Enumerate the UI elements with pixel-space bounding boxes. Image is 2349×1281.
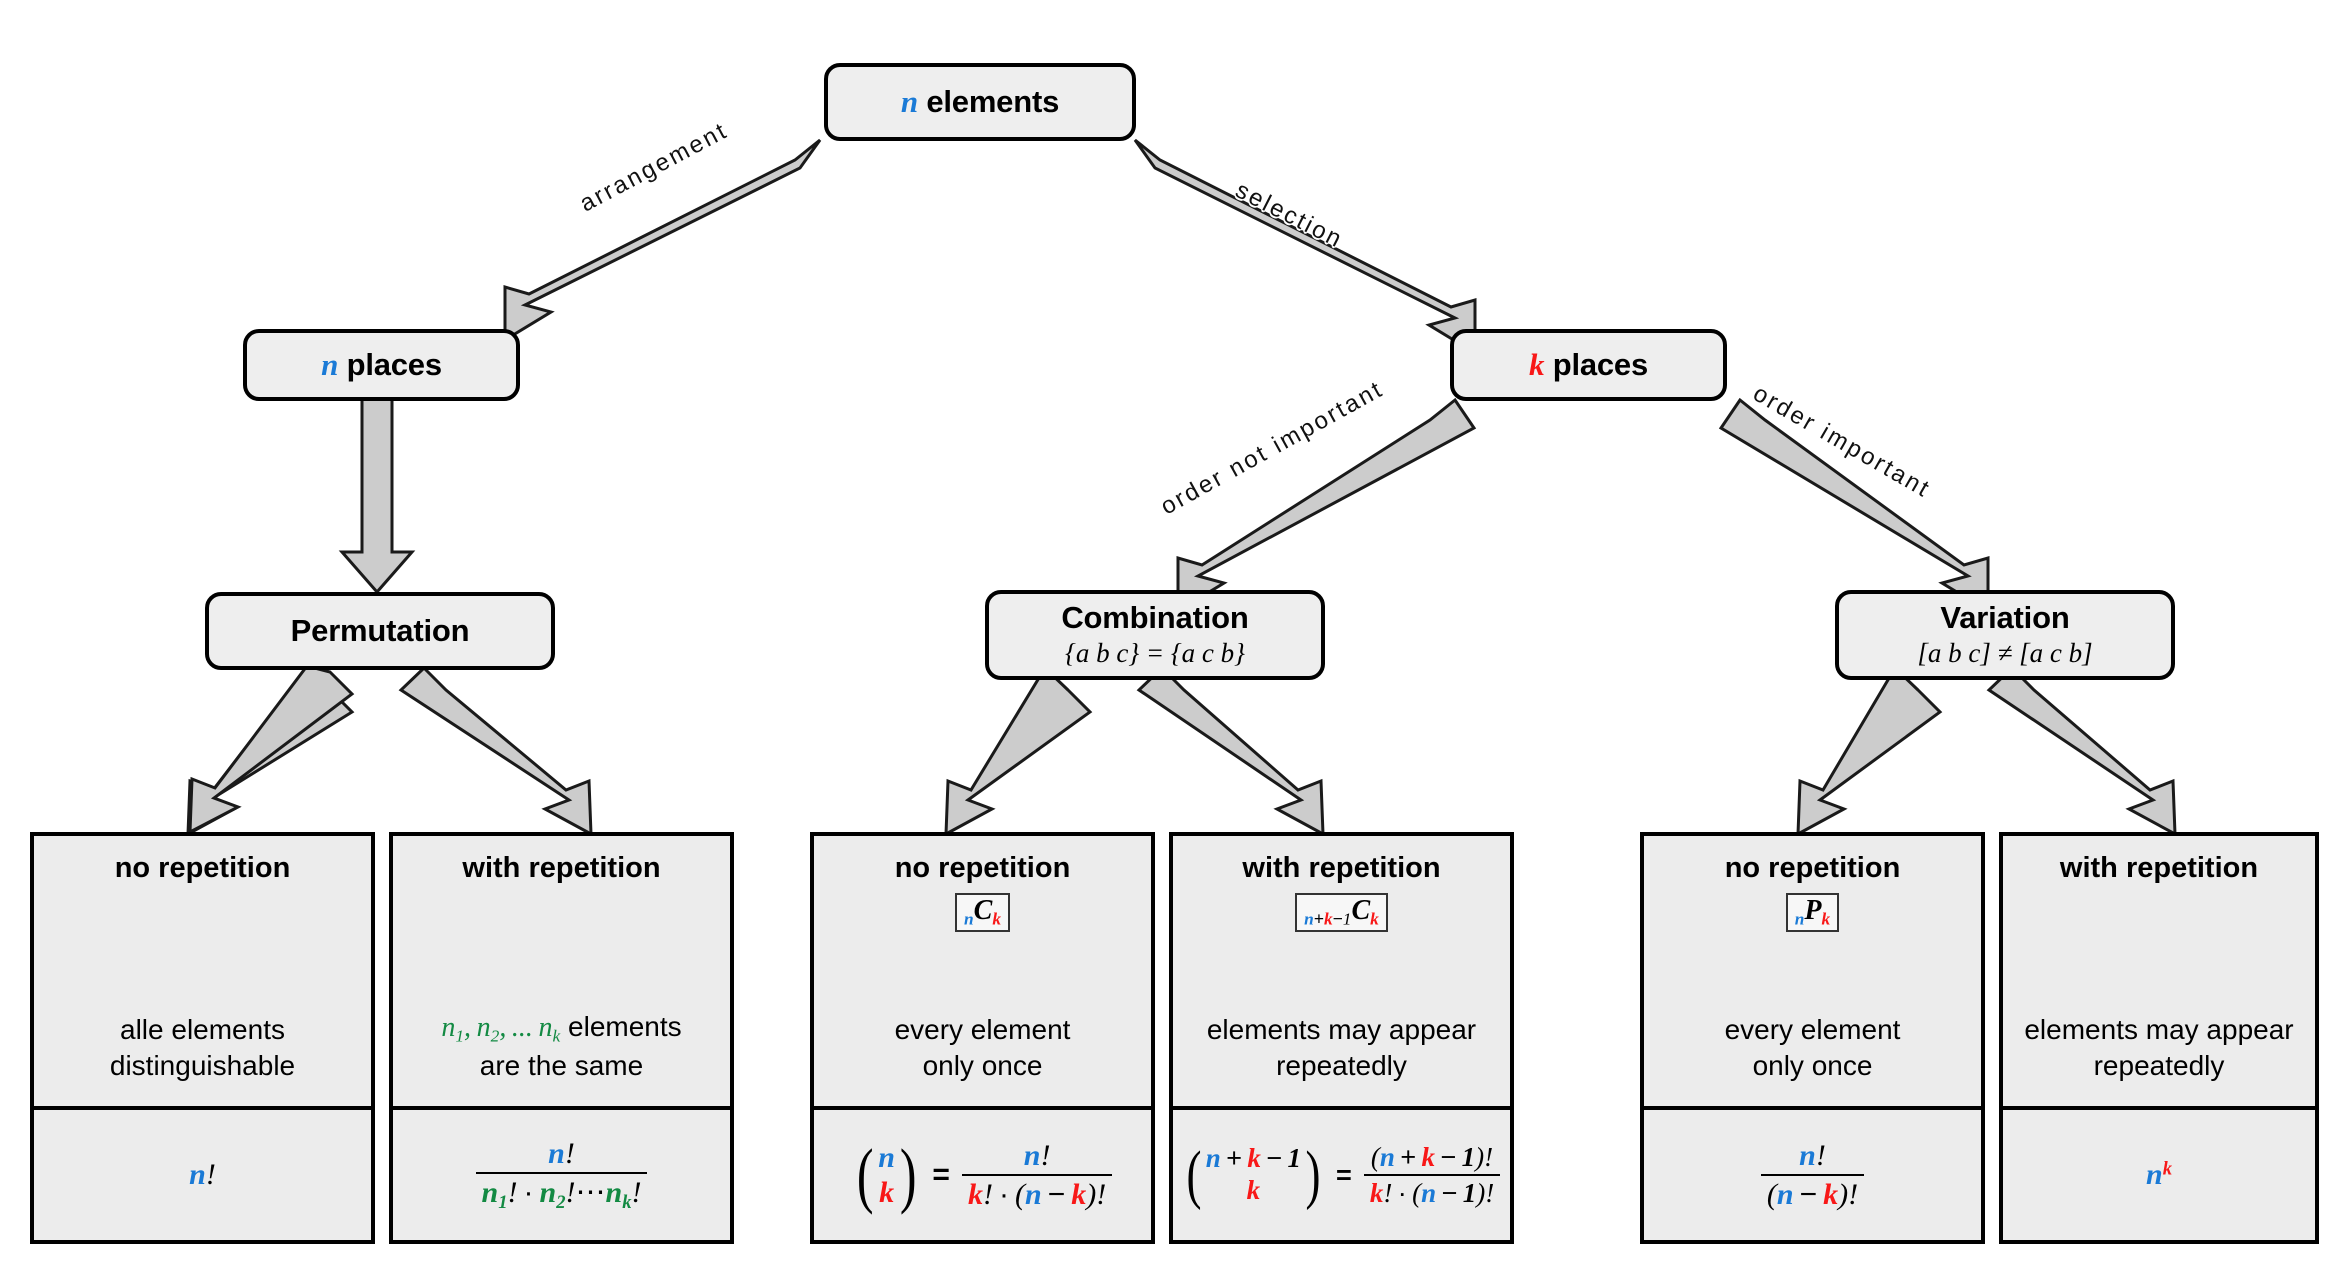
leaf-upper: no repetition nPk every element only onc… bbox=[1644, 836, 1981, 1106]
leaf-desc-line1: elements may appear bbox=[2024, 1014, 2294, 1046]
leaf-formula: n! (n − k)! bbox=[1644, 1106, 1981, 1240]
fraction-numerator: n! bbox=[548, 1137, 575, 1171]
symbol-k: k bbox=[1528, 346, 1545, 382]
arrow-combination-leaf4 bbox=[1136, 665, 1325, 837]
leaf-desc-line1: alle elements bbox=[120, 1014, 285, 1046]
node-combination-title: Combination bbox=[1061, 599, 1249, 635]
leaf-desc-line2: repeatedly bbox=[1276, 1050, 1407, 1082]
arrow-order-important bbox=[1718, 397, 1990, 614]
node-n-places-title: n places bbox=[321, 346, 443, 382]
fraction-denominator: (n − k)! bbox=[1760, 1173, 1865, 1211]
node-n-elements-label: elements bbox=[926, 83, 1060, 119]
leaf-head: with repetition bbox=[1242, 852, 1441, 884]
symbol-n: n bbox=[321, 346, 339, 382]
symbol-n: n bbox=[189, 1158, 206, 1191]
arrow-variation-leaf6 bbox=[1986, 665, 2177, 837]
leaf-head: no repetition bbox=[894, 852, 1071, 884]
fraction: n! n1! · n2!⋯nk! bbox=[475, 1137, 648, 1212]
leaf-permutation-with-repetition[interactable]: with repetition n1, n2, ... nk elements … bbox=[389, 832, 734, 1244]
leaf-head: no repetition bbox=[1724, 852, 1901, 884]
arrow-permutation-leaf1 bbox=[186, 664, 355, 837]
leaf-head: with repetition bbox=[462, 852, 661, 884]
leaf-description: alle elements distinguishable bbox=[42, 1012, 363, 1084]
binomial-coefficient: ( n k ) bbox=[856, 1134, 917, 1216]
node-variation-example: [a b c] ≠ [a c b] bbox=[1917, 638, 2093, 669]
fraction: (n + k − 1)! k! · (n − 1)! bbox=[1363, 1142, 1501, 1207]
fraction-denominator: n1! · n2!⋯nk! bbox=[475, 1171, 648, 1212]
fraction-denominator: k! · (n − k)! bbox=[961, 1173, 1113, 1211]
node-k-places-title: k places bbox=[1528, 346, 1649, 382]
equals-sign: = bbox=[932, 1158, 950, 1191]
edge-label-order-important: order important bbox=[1748, 379, 1936, 504]
notation-nCk: nCk bbox=[954, 893, 1011, 933]
leaf-head: no repetition bbox=[114, 852, 291, 884]
arrow-permutation-leaf2 bbox=[398, 665, 593, 837]
node-combination-example: {a b c} = {a c b} bbox=[1065, 638, 1245, 669]
edge-label-order-not-important: order not important bbox=[1156, 375, 1389, 521]
node-permutation[interactable]: Permutation bbox=[205, 592, 555, 670]
symbol-n: n bbox=[900, 83, 918, 119]
leaf-upper: with repetition elements may appear repe… bbox=[2003, 836, 2315, 1106]
leaf-formula: n! bbox=[34, 1106, 371, 1240]
node-n-elements[interactable]: n elements bbox=[824, 63, 1136, 141]
node-n-places-label: places bbox=[346, 346, 443, 382]
elements-word: elements bbox=[568, 1011, 682, 1043]
binomial-coefficient: ( n + k − 1 k ) bbox=[1186, 1138, 1321, 1212]
node-k-places-label: places bbox=[1552, 346, 1649, 382]
arrow-combination-leaf3 bbox=[944, 665, 1093, 837]
node-n-elements-title: n elements bbox=[900, 83, 1060, 119]
leaf-description: every element only once bbox=[1652, 1012, 1973, 1084]
node-variation[interactable]: Variation [a b c] ≠ [a c b] bbox=[1835, 590, 2175, 680]
edge-label-arrangement: arrangement bbox=[575, 116, 733, 218]
leaf-permutation-no-repetition[interactable]: no repetition alle elements distinguisha… bbox=[30, 832, 375, 1244]
equals-sign: = bbox=[1336, 1159, 1352, 1190]
node-n-places[interactable]: n places bbox=[243, 329, 520, 401]
notation-nPk: nPk bbox=[1785, 893, 1840, 933]
fraction: n! (n − k)! bbox=[1760, 1139, 1865, 1211]
leaf-desc-line1: elements may appear bbox=[1206, 1014, 1477, 1046]
leaf-variation-with-repetition[interactable]: with repetition elements may appear repe… bbox=[1999, 832, 2319, 1244]
node-permutation-title: Permutation bbox=[290, 612, 470, 648]
leaf-upper: no repetition alle elements distinguisha… bbox=[34, 836, 371, 1106]
edge-label-selection: selection bbox=[1231, 176, 1348, 254]
leaf-desc-line2: are the same bbox=[479, 1050, 644, 1082]
leaf-description: elements may appear repeatedly bbox=[1181, 1012, 1502, 1084]
leaf-combination-no-repetition[interactable]: no repetition nCk every element only onc… bbox=[810, 832, 1155, 1244]
node-k-places[interactable]: k places bbox=[1450, 329, 1727, 401]
node-variation-title: Variation bbox=[1940, 599, 2070, 635]
leaf-combination-with-repetition[interactable]: with repetition n+k−1Ck elements may app… bbox=[1169, 832, 1514, 1244]
leaf-formula: ( n + k − 1 k ) = (n + k − 1)! k! · (n −… bbox=[1173, 1106, 1510, 1240]
notation-npluskminus1Ck: n+k−1Ck bbox=[1295, 893, 1388, 933]
leaf-upper: no repetition nCk every element only onc… bbox=[814, 836, 1151, 1106]
leaf-description: elements may appear repeatedly bbox=[2011, 1012, 2307, 1084]
leaf-desc-line2: repeatedly bbox=[2093, 1050, 2225, 1082]
fraction-numerator: n! bbox=[1799, 1139, 1826, 1172]
leaf-upper: with repetition n+k−1Ck elements may app… bbox=[1173, 836, 1510, 1106]
node-combination[interactable]: Combination {a b c} = {a c b} bbox=[985, 590, 1325, 680]
leaf-formula: nk bbox=[2003, 1106, 2315, 1240]
green-n-sequence: n1, n2, ... nk bbox=[441, 1012, 561, 1046]
leaf-desc-line1: every element bbox=[894, 1014, 1071, 1046]
leaf-desc-line2: distinguishable bbox=[109, 1050, 296, 1082]
arrow-selection bbox=[1133, 138, 1477, 356]
arrow-nplaces-permutation bbox=[338, 396, 416, 595]
fraction-denominator: k! · (n − 1)! bbox=[1363, 1173, 1501, 1207]
leaf-desc-line1: n1, n2, ... nk elements bbox=[401, 1009, 722, 1048]
leaf-description: n1, n2, ... nk elements are the same bbox=[401, 1009, 722, 1084]
leaf-head: with repetition bbox=[2059, 852, 2259, 884]
leaf-upper: with repetition n1, n2, ... nk elements … bbox=[393, 836, 730, 1106]
leaf-formula: ( n k ) = n! k! · (n − k)! bbox=[814, 1106, 1151, 1240]
symbol-factorial: ! bbox=[205, 1158, 216, 1191]
fraction: n! k! · (n − k)! bbox=[961, 1139, 1113, 1211]
fraction-numerator: n! bbox=[1023, 1139, 1051, 1172]
leaf-desc-line2: only once bbox=[1752, 1050, 1873, 1082]
leaf-formula: n! n1! · n2!⋯nk! bbox=[393, 1106, 730, 1240]
leaf-desc-line1: every element bbox=[1724, 1014, 1901, 1046]
leaf-variation-no-repetition[interactable]: no repetition nPk every element only onc… bbox=[1640, 832, 1985, 1244]
arrow-variation-leaf5 bbox=[1796, 665, 1943, 837]
fraction-numerator: (n + k − 1)! bbox=[1370, 1142, 1494, 1173]
leaf-desc-line2: only once bbox=[922, 1050, 1043, 1082]
leaf-description: every element only once bbox=[822, 1012, 1143, 1084]
